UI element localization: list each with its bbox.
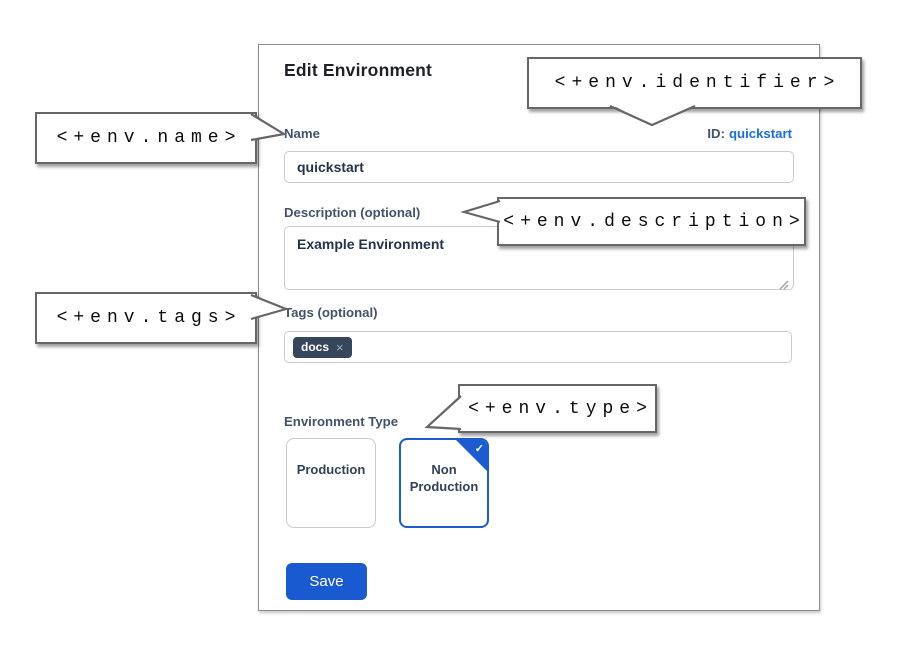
name-input[interactable] [284,151,794,183]
callout-text: <+env.description> [503,211,806,232]
name-label-row: Name ID:quickstart [284,126,792,141]
environment-type-label: Environment Type [284,414,399,429]
callout-text: <+env.tags> [56,308,242,328]
id-value-link[interactable]: quickstart [728,126,792,141]
callout-text: <+env.type> [468,398,653,419]
tags-label: Tags (optional) [284,305,378,320]
tags-input[interactable]: docs × [284,331,792,363]
description-label: Description (optional) [284,205,421,220]
edit-environment-dialog: Edit Environment Name ID:quickstart Desc… [258,44,820,611]
callout-env-tags: <+env.tags> [35,292,257,344]
tag-chip: docs × [293,336,352,358]
type-card-production[interactable]: Production [286,438,376,528]
environment-type-options: Production Non Production ✓ [286,438,489,528]
name-label: Name [284,126,320,141]
save-button[interactable]: Save [286,563,367,600]
callout-env-type: <+env.type> [458,384,657,433]
environment-id: ID:quickstart [707,126,792,141]
callout-env-description: <+env.description> [497,197,806,246]
dialog-title: Edit Environment [284,60,433,80]
selected-check-icon: ✓ [474,443,484,455]
tag-chip-label: docs [301,340,330,354]
callout-text: <+env.name> [56,128,242,148]
callout-env-name: <+env.name> [35,112,257,164]
selected-corner-fold [456,440,487,471]
type-card-label: Production [296,462,366,477]
type-card-non-production[interactable]: Non Production ✓ [399,438,489,528]
type-card-label: Non Production [409,462,479,494]
tag-remove-icon[interactable]: × [336,339,344,355]
callout-text: <+env.identifier> [554,73,841,93]
id-prefix-label: ID: [707,126,725,141]
callout-env-identifier: <+env.identifier> [527,57,862,109]
